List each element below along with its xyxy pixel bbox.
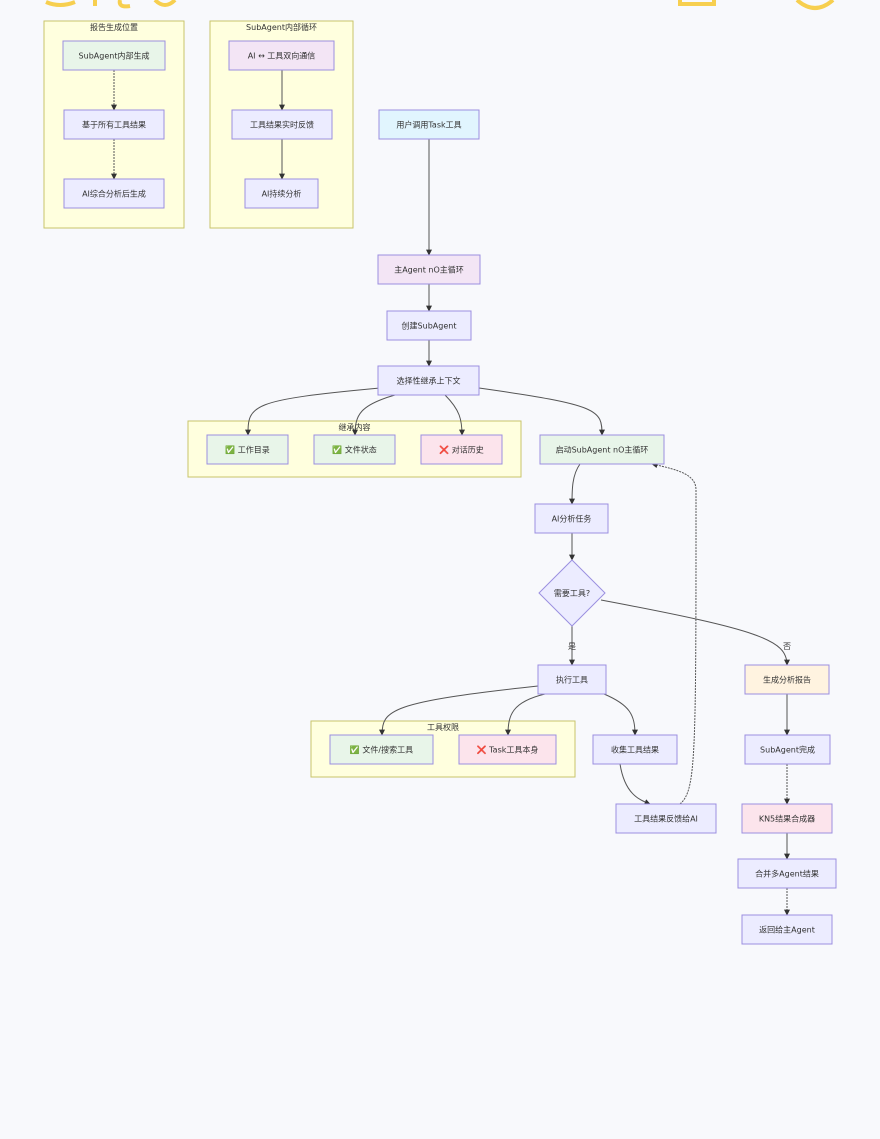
node-shape [63, 178, 165, 209]
node-main: 主Agent nO主循环 [377, 254, 481, 285]
cluster-title: SubAgent内部循环 [246, 22, 317, 32]
node-l3: AI持续分析 [244, 178, 319, 209]
edge-select-inh1 [245, 387, 381, 436]
node-label: AI综合分析后生成 [82, 189, 146, 199]
node-select: 选择性继承上下文 [377, 365, 480, 396]
node-shape [420, 434, 503, 465]
node-shape [62, 40, 166, 71]
node-label: 主Agent nO主循环 [394, 265, 464, 275]
node-label: 需要工具? [554, 589, 590, 598]
node-t2: ❌ Task工具本身 [458, 734, 557, 765]
edge-exec-collect [603, 693, 638, 736]
edge-exec-t1 [379, 685, 539, 736]
node-label: KN5结果合成器 [759, 814, 815, 824]
node-label: 选择性继承上下文 [397, 376, 461, 386]
node-shape [377, 254, 481, 285]
edge-need-report [600, 599, 790, 666]
node-exec: 执行工具 [537, 664, 607, 695]
node-shape [231, 109, 333, 140]
node-shape [378, 109, 480, 140]
node-label: 工具结果反馈给AI [634, 814, 698, 824]
node-shape [313, 434, 396, 465]
node-label: 基于所有工具结果 [82, 120, 146, 130]
node-label: 收集工具结果 [611, 745, 659, 755]
node-label: ✅ 文件/搜索工具 [350, 745, 413, 755]
node-inh2: ✅ 文件状态 [313, 434, 396, 465]
node-inh1: ✅ 工作目录 [206, 434, 289, 465]
node-shape [534, 503, 609, 534]
node-label: ❌ Task工具本身 [477, 745, 539, 755]
node-label: SubAgent内部生成 [79, 51, 150, 61]
node-shape [744, 734, 831, 765]
node-shape [206, 434, 289, 465]
node-label: 工具结果实时反馈 [250, 120, 314, 130]
node-shape [244, 178, 319, 209]
node-label: ❌ 对话历史 [439, 445, 484, 455]
node-label: AI ↔ 工具双向通信 [248, 51, 316, 61]
node-inh3: ❌ 对话历史 [420, 434, 503, 465]
node-ret: 返回给主Agent [741, 914, 833, 945]
node-l1: AI ↔ 工具双向通信 [228, 40, 335, 71]
node-shape [592, 734, 678, 765]
node-done: SubAgent完成 [744, 734, 831, 765]
edge-exec-t2 [505, 693, 546, 736]
node-report: 生成分析报告 [744, 664, 830, 695]
node-shape [539, 434, 665, 465]
node-shape [329, 734, 434, 765]
node-shape [386, 310, 472, 341]
node-r2: 基于所有工具结果 [63, 109, 165, 140]
node-shape [377, 365, 480, 396]
edge-start-analyze [569, 463, 581, 505]
edge-collect-feedback [619, 763, 651, 805]
node-shape [615, 803, 717, 834]
node-label: ✅ 工作目录 [225, 445, 270, 455]
node-t1: ✅ 文件/搜索工具 [329, 734, 434, 765]
cluster-title: 报告生成位置 [90, 22, 138, 32]
cluster-title: 工具权限 [427, 722, 459, 732]
node-label: 创建SubAgent [402, 321, 457, 331]
node-shape [537, 664, 607, 695]
node-label: AI分析任务 [552, 514, 592, 524]
node-shape [737, 858, 837, 889]
node-label: ✅ 文件状态 [332, 445, 377, 455]
node-r1: SubAgent内部生成 [62, 40, 166, 71]
cluster-title: 继承内容 [339, 422, 371, 432]
node-shape [741, 803, 833, 834]
node-merge: 合并多Agent结果 [737, 858, 837, 889]
node-create: 创建SubAgent [386, 310, 472, 341]
node-shape [228, 40, 335, 71]
node-kn5: KN5结果合成器 [741, 803, 833, 834]
node-label: 启动SubAgent nO主循环 [556, 445, 649, 455]
edge-select-start [478, 387, 605, 436]
edge-feedback-start [651, 462, 697, 805]
node-shape [63, 109, 165, 140]
edge-label-no: 否 [783, 642, 791, 651]
node-collect: 收集工具结果 [592, 734, 678, 765]
node-label: 合并多Agent结果 [755, 869, 819, 879]
node-l2: 工具结果实时反馈 [231, 109, 333, 140]
node-shape [741, 914, 833, 945]
edge-label-yes: 是 [568, 642, 576, 651]
node-need: 需要工具? [538, 559, 606, 627]
node-r3: AI综合分析后生成 [63, 178, 165, 209]
node-label: 生成分析报告 [763, 675, 811, 685]
node-shape [538, 559, 606, 627]
edge-select-inh2 [352, 394, 396, 436]
node-label: 返回给主Agent [759, 925, 815, 935]
node-analyze: AI分析任务 [534, 503, 609, 534]
node-label: 用户调用Task工具 [396, 120, 461, 130]
node-label: SubAgent完成 [760, 745, 815, 755]
edge-select-inh3 [444, 394, 465, 436]
node-shape [744, 664, 830, 695]
node-label: 执行工具 [556, 675, 588, 685]
node-feedback: 工具结果反馈给AI [615, 803, 717, 834]
node-user: 用户调用Task工具 [378, 109, 480, 140]
decorative-shapes [45, 0, 835, 10]
node-start: 启动SubAgent nO主循环 [539, 434, 665, 465]
node-shape [458, 734, 557, 765]
node-label: AI持续分析 [262, 189, 302, 199]
